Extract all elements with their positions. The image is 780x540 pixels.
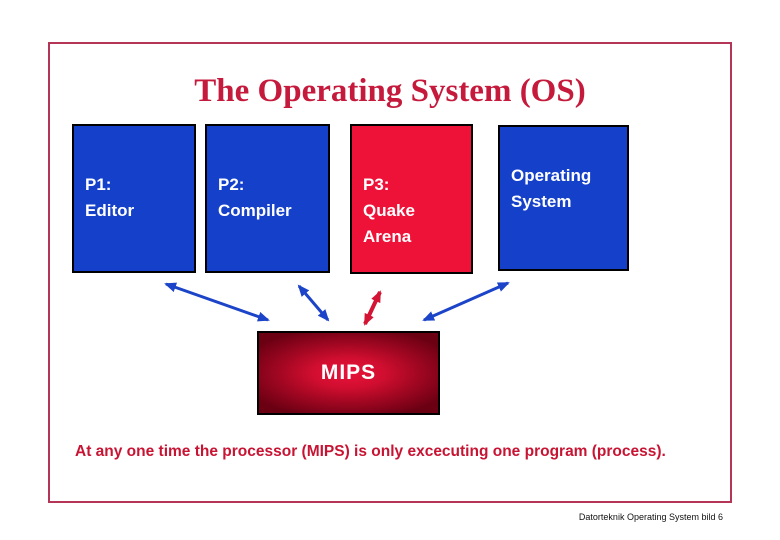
box-label-line: P3: bbox=[363, 175, 390, 194]
box-label-line: Arena bbox=[363, 227, 412, 246]
slide-border-frame bbox=[48, 42, 732, 503]
footer-text: Datorteknik Operating System bild 6 bbox=[578, 512, 723, 522]
caption-text: At any one time the processor (MIPS) is … bbox=[75, 443, 666, 460]
mips-processor-box: MIPS bbox=[257, 331, 440, 415]
process-box-p1-editor: P1: Editor bbox=[72, 124, 196, 273]
box-label-line: Operating bbox=[511, 166, 592, 185]
box-label-line: P2: bbox=[218, 175, 245, 194]
mips-label: MIPS bbox=[320, 361, 377, 384]
box-label-line: Editor bbox=[85, 201, 135, 220]
process-box-operating-system: Operating System bbox=[498, 125, 629, 271]
box-label-line: Quake bbox=[363, 201, 415, 220]
box-label-line: P1: bbox=[85, 175, 112, 194]
process-box-p3-quake-arena: P3: Quake Arena bbox=[350, 124, 473, 274]
slide-title: The Operating System (OS) bbox=[194, 73, 586, 109]
box-label-line: System bbox=[511, 192, 572, 211]
box-label-line: Compiler bbox=[218, 201, 292, 220]
process-box-p2-compiler: P2: Compiler bbox=[205, 124, 330, 273]
